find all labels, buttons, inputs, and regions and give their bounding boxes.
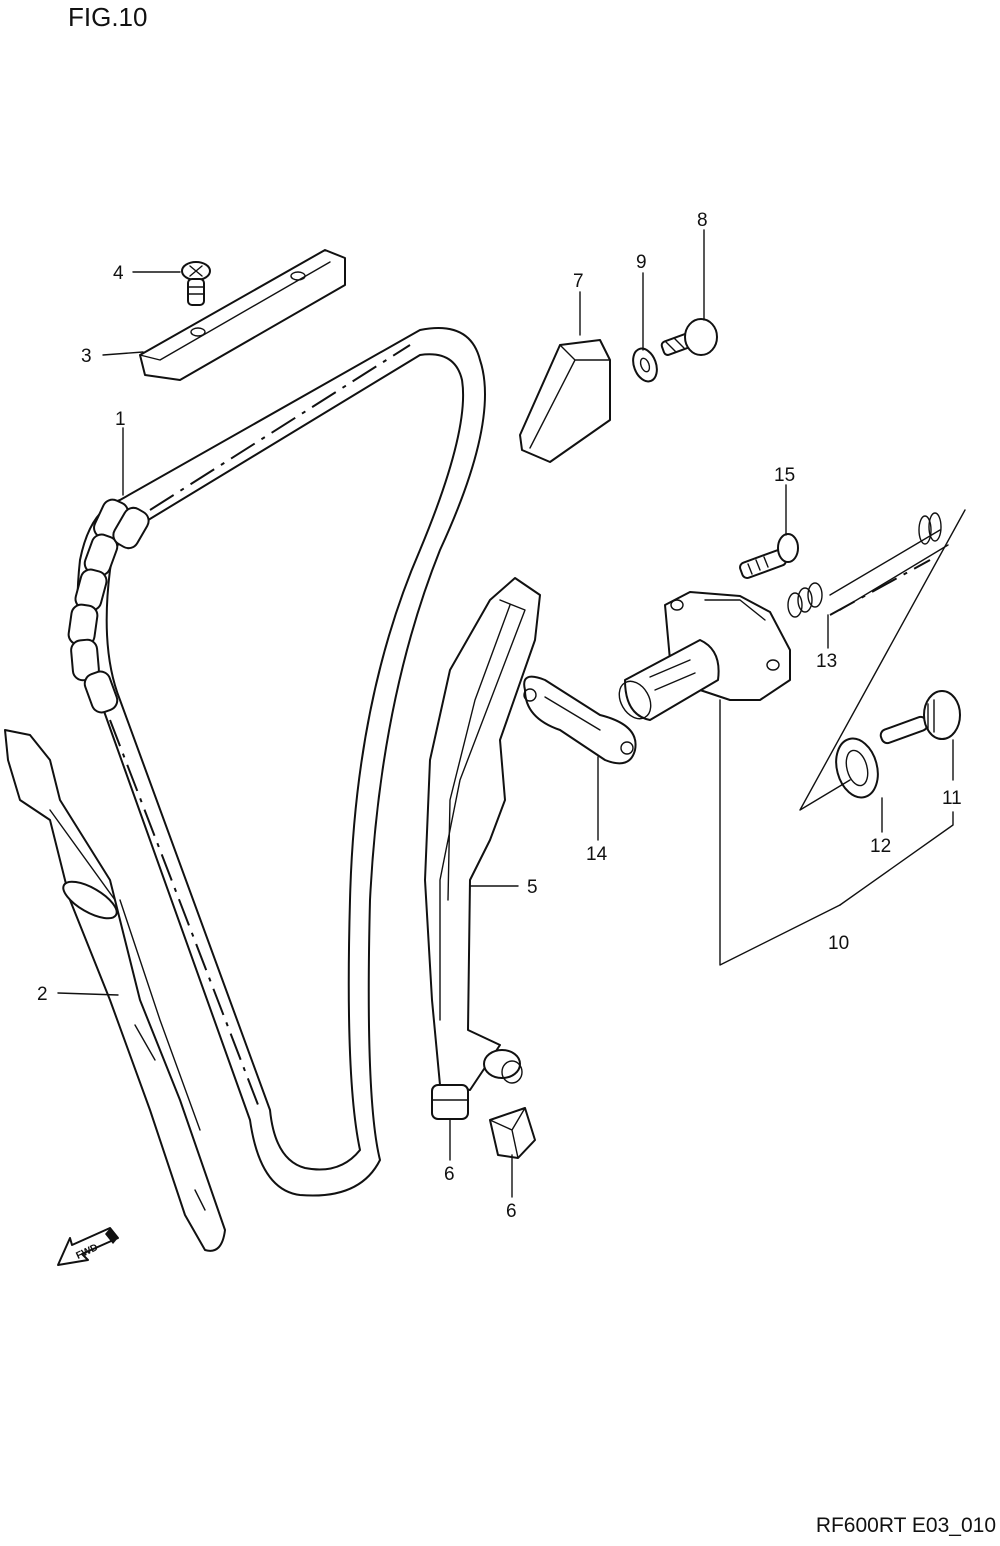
forward-arrow-icon: FWD bbox=[57, 1227, 119, 1266]
callout-11: 11 bbox=[942, 788, 962, 809]
callout-2: 2 bbox=[37, 984, 48, 1005]
subassembly-bracket bbox=[799, 509, 966, 811]
washer-part-9[interactable] bbox=[629, 345, 661, 384]
plug-part-11[interactable] bbox=[879, 690, 961, 745]
cam-chain-tensioner[interactable] bbox=[613, 591, 791, 724]
callout-6a: 6 bbox=[444, 1164, 455, 1185]
callout-8: 8 bbox=[697, 210, 708, 231]
chain-guide-block[interactable] bbox=[519, 339, 611, 463]
cam-chain[interactable] bbox=[67, 327, 486, 1197]
callout-10: 10 bbox=[828, 933, 849, 954]
callout-14: 14 bbox=[586, 844, 608, 865]
damper-part-6b[interactable] bbox=[489, 1107, 536, 1159]
callout-6b: 6 bbox=[506, 1201, 517, 1222]
callout-7: 7 bbox=[573, 271, 584, 292]
gasket-part-12[interactable] bbox=[830, 734, 884, 802]
callout-12: 12 bbox=[870, 836, 891, 857]
callout-9: 9 bbox=[636, 252, 647, 273]
leader-lines bbox=[57, 229, 954, 1198]
figure-title: FIG.10 bbox=[68, 2, 148, 32]
callout-15: 15 bbox=[774, 465, 795, 486]
bolt-part-15[interactable] bbox=[739, 533, 799, 579]
screw-part-4[interactable] bbox=[181, 261, 211, 306]
damper-part-6a[interactable] bbox=[431, 1084, 469, 1120]
bolt-part-8[interactable] bbox=[660, 318, 718, 356]
spring-part-13[interactable] bbox=[787, 512, 949, 618]
callout-3: 3 bbox=[81, 346, 92, 367]
callout-13: 13 bbox=[816, 651, 837, 672]
cam-chain-guide-top[interactable] bbox=[139, 249, 346, 381]
callout-4: 4 bbox=[113, 263, 124, 284]
cam-chain-tensioner-guide[interactable] bbox=[424, 577, 541, 1091]
chain-links bbox=[67, 498, 150, 714]
callout-5: 5 bbox=[527, 877, 538, 898]
cam-chain-guide-left[interactable] bbox=[4, 729, 226, 1252]
callout-1: 1 bbox=[115, 409, 126, 430]
tensioner-gasket[interactable] bbox=[523, 675, 637, 765]
figure-code: RF600RT E03_010 bbox=[815, 1514, 996, 1537]
